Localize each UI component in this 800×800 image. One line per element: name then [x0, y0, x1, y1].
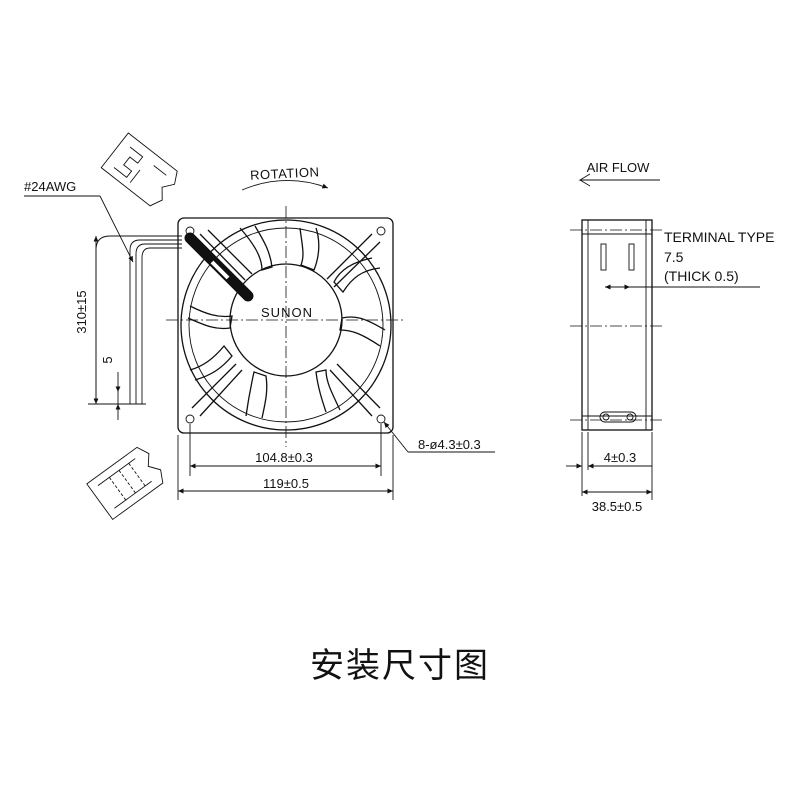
rotation-arrow [241, 180, 329, 191]
front-view: SUNON ROTATION #24AWG 310±15 5 [24, 132, 495, 521]
center-lines [166, 206, 404, 447]
terminal-type-label: TERMINAL TYPE [664, 229, 774, 245]
wire-gauge-label: #24AWG [24, 179, 76, 194]
depth-dim: 38.5±0.5 [592, 499, 643, 514]
terminal-thick-label: (THICK 0.5) [664, 268, 739, 284]
brand-label: SUNON [261, 305, 313, 320]
drawing-caption: 安装尺寸图 [310, 646, 490, 686]
side-center-lines [570, 229, 664, 421]
fan-side-body [581, 219, 653, 431]
rotation-label: ROTATION [250, 164, 320, 183]
hole-spacing-dim: 104.8±0.3 [255, 450, 313, 465]
airflow-label: AIR FLOW [587, 160, 651, 175]
strip-length-dim: 5 [100, 356, 115, 363]
overall-size-dim: 119±0.5 [263, 476, 309, 491]
fan-blades [187, 225, 386, 419]
side-slots [599, 411, 637, 423]
flange-thickness-dim: 4±0.3 [604, 450, 636, 465]
connector-top-icon [100, 132, 178, 207]
mount-hole-dim: 8-ø4.3±0.3 [418, 437, 481, 452]
airflow-arrow [578, 173, 660, 187]
connector-bottom-icon [86, 446, 164, 521]
side-view: AIR FLOW TERMINAL TYPE 7.5 (THICK 0.5) [566, 160, 774, 514]
terminal-pins [600, 243, 635, 271]
fan-frame [177, 217, 394, 434]
terminal-width-label: 7.5 [664, 249, 684, 265]
wire-length-dim: 310±15 [74, 290, 89, 333]
fan-struts [191, 229, 381, 417]
mount-holes [185, 226, 386, 424]
wire-exit [184, 232, 254, 302]
